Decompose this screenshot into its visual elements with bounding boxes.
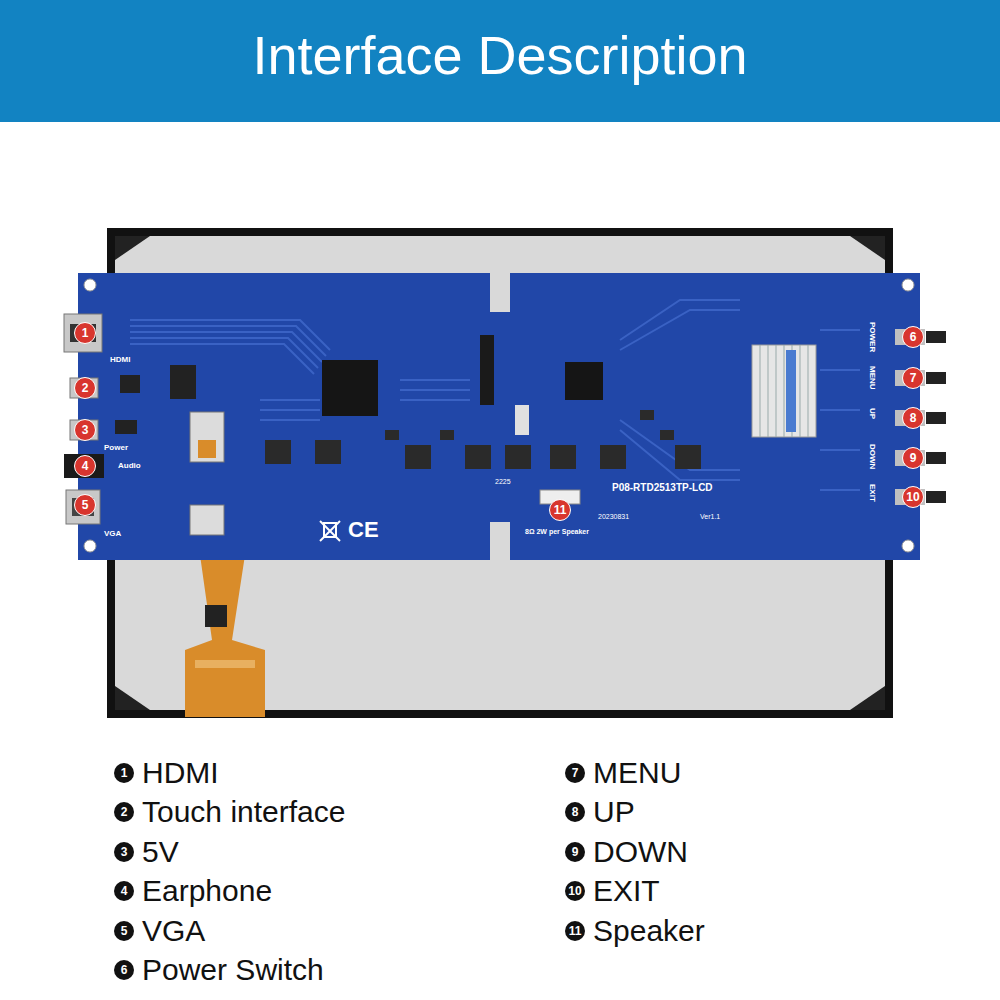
list-number: 7 xyxy=(572,767,579,779)
interface-name: VGA xyxy=(142,913,205,949)
silkscreen-label: MENU xyxy=(868,366,876,390)
silkscreen-label: Audio xyxy=(118,462,141,470)
interface-name: EXIT xyxy=(593,873,660,909)
list-number: 11 xyxy=(569,925,582,937)
callout-circle: 2 xyxy=(74,377,96,399)
list-number: 6 xyxy=(121,964,128,976)
interface-name: HDMI xyxy=(142,755,219,791)
silkscreen-label: Ver1.1 xyxy=(700,513,720,520)
callout-circle: 11 xyxy=(549,499,571,521)
callout-number: 11 xyxy=(554,504,567,516)
interface-name: MENU xyxy=(593,755,681,791)
callout-number: 6 xyxy=(910,331,917,343)
silkscreen-label: EXIT xyxy=(868,484,876,502)
silkscreen-label: CE xyxy=(348,519,379,541)
list-number-circle: 9DOWN xyxy=(565,842,585,862)
list-number: 3 xyxy=(121,846,128,858)
interface-name: UP xyxy=(593,794,635,830)
callout-circle: 10 xyxy=(902,486,924,508)
callout-number: 3 xyxy=(82,424,89,436)
silkscreen-label: POWER xyxy=(868,322,876,352)
callout-number: 10 xyxy=(906,491,919,503)
silkscreen-label: P08-RTD2513TP-LCD xyxy=(612,483,713,493)
list-number: 2 xyxy=(121,806,128,818)
interface-name: Power Switch xyxy=(142,952,324,988)
list-number-circle: 1HDMI xyxy=(114,763,134,783)
callout-circle: 3 xyxy=(74,419,96,441)
callout-number: 4 xyxy=(82,460,89,472)
interface-name: Speaker xyxy=(593,913,705,949)
callout-number: 9 xyxy=(910,452,917,464)
silkscreen-label: 2225 xyxy=(495,478,511,485)
list-number: 1 xyxy=(121,767,128,779)
interface-name: Earphone xyxy=(142,873,272,909)
list-number-circle: 8UP xyxy=(565,802,585,822)
list-number-circle: 7MENU xyxy=(565,763,585,783)
interface-name: DOWN xyxy=(593,834,688,870)
silkscreen-label: Power xyxy=(104,444,128,452)
list-number-circle: 5VGA xyxy=(114,921,134,941)
interface-name: Touch interface xyxy=(142,794,345,830)
list-number: 9 xyxy=(572,846,579,858)
silkscreen-label: HDMI xyxy=(110,356,130,364)
callout-circle: 1 xyxy=(74,322,96,344)
callout-number: 1 xyxy=(82,327,89,339)
silkscreen-label: 20230831 xyxy=(598,513,629,520)
list-number: 5 xyxy=(121,925,128,937)
callout-number: 8 xyxy=(910,412,917,424)
list-number-circle: 35V xyxy=(114,842,134,862)
interface-name: 5V xyxy=(142,834,179,870)
list-number-circle: 4Earphone xyxy=(114,881,134,901)
silkscreen-label: VGA xyxy=(104,530,121,538)
title: Interface Description xyxy=(0,20,1000,90)
silkscreen-label: DOWN xyxy=(868,444,876,469)
list-number-circle: 10EXIT xyxy=(565,881,585,901)
callout-circle: 7 xyxy=(902,367,924,389)
callout-circle: 8 xyxy=(902,407,924,429)
silkscreen-label: 8Ω 2W per Speaker xyxy=(525,528,589,535)
callout-circle: 5 xyxy=(74,494,96,516)
list-number: 4 xyxy=(121,885,128,897)
callout-circle: 6 xyxy=(902,326,924,348)
list-number-circle: 11Speaker xyxy=(565,921,585,941)
list-number: 8 xyxy=(572,806,579,818)
list-number-circle: 2Touch interface xyxy=(114,802,134,822)
callout-circle: 9 xyxy=(902,447,924,469)
callout-number: 5 xyxy=(82,499,89,511)
callout-number: 2 xyxy=(82,382,89,394)
callout-circle: 4 xyxy=(74,455,96,477)
callout-number: 7 xyxy=(910,372,917,384)
silkscreen-label: UP xyxy=(868,408,876,419)
list-number: 10 xyxy=(568,885,581,897)
list-number-circle: 6Power Switch xyxy=(114,960,134,980)
